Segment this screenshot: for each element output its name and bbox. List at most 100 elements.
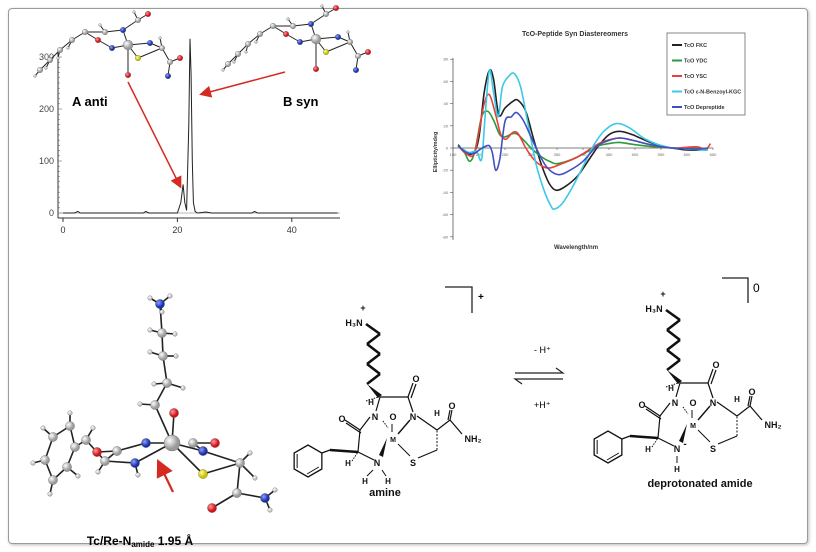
atom-label: N [372,412,379,422]
carbon-atom [245,41,251,47]
hplc-x-tick-label: 20 [172,225,182,235]
hplc-x-tick-label: 0 [60,225,65,235]
bond-line [665,382,679,388]
atom-label: H [734,395,740,404]
hplc-y-tick-label: 200 [39,104,54,114]
atom-label: O [748,387,755,397]
ammonium-label: H₃N [645,304,662,314]
nitrogen-atom [353,67,359,73]
cd-x-tick-label: 550 [658,152,665,157]
bond-line [666,348,681,362]
cd-y-tick-label: -60 [442,212,449,217]
bond-line [651,437,659,448]
label-b-syn: B syn [283,94,318,109]
atom-label: N [410,412,417,422]
nitrogen-atom [120,27,126,33]
carbon-atom [102,29,108,35]
atom-label: H [345,459,351,468]
hydrogen-atom [47,491,53,497]
carbon-atom [100,456,110,466]
bond-line [345,422,362,434]
atom-label: S [710,444,716,454]
cd-legend-label: TcO FKC [684,43,707,49]
bond-line [344,419,361,431]
bond-line [629,434,659,440]
bond [122,19,139,31]
anti-isomer-3d-model [33,10,183,79]
bond-line [436,419,451,431]
hydrogen-atom [40,425,46,431]
bond-line [644,405,661,417]
bond-line [407,382,414,398]
nitrogen-atom [155,299,165,309]
cd-y-tick-label: 20 [444,123,449,128]
hplc-x-tick-label: 40 [287,225,297,235]
carbon-atom [65,421,75,431]
bond-line [366,332,381,346]
hplc-y-minor-ticks [58,51,62,214]
hplc-y-tick-label: 300 [39,52,54,62]
oxygen-atom [169,408,179,418]
bond-line [416,415,438,431]
bond-line [397,443,411,457]
bond-line [382,420,389,429]
bond-line [645,408,662,420]
hydrogen-atom [147,327,153,333]
arrow-anti-to-peak [127,81,182,189]
carbon-atom [48,432,58,442]
bond-line [666,358,681,372]
ammonium-charge: + [660,289,665,299]
carbon-atom [323,11,329,17]
bond-length-label: Tc/Re-Namide 1.95 Å [87,533,194,549]
cd-series-line [457,69,708,210]
bond-line [716,401,738,417]
bond-line [749,395,753,407]
cd-y-tick-label: 40 [444,101,449,106]
atom-label: O [338,414,345,424]
bond-line [366,352,381,366]
nitrogen-atom [260,493,270,503]
hydrogen-atom [132,10,136,14]
bond [104,460,136,464]
nitrogen-atom [165,73,171,79]
bond [116,442,147,452]
carbon-atom [167,59,173,65]
bond-line [366,372,381,386]
atom-label: N [674,444,681,454]
bond-line [329,448,359,454]
nitrogen-atom [147,40,153,46]
metal-atom [310,33,322,45]
carbon-atom [57,47,63,53]
bond [104,29,124,33]
atom-label: O [712,360,719,370]
figure-frame [8,8,808,544]
bond-line [666,328,681,342]
cd-legend-label: TcO YDC [684,59,707,65]
oxygen-atom [177,55,183,61]
hydrogen-atom [247,450,253,456]
bond-line [682,406,689,415]
protonation-label: +H⁺ [534,400,551,410]
hydrogen-atom [244,50,248,54]
hydrogen-atom [254,40,258,44]
hydrogen-atom [232,60,236,64]
hydrogen-atom [320,4,324,8]
carbon-atom [158,351,168,361]
bond-line [357,429,361,453]
cd-x-tick-label: 200 [476,152,483,157]
bond-line [351,451,359,462]
atom-label: H [674,465,680,474]
sulfur-atom [135,55,141,61]
bond-line [665,308,681,322]
cd-y-tick-label: -20 [442,168,449,173]
oxygen-atom [365,49,371,55]
nitrogen-atom [198,446,208,456]
atom-label: H [385,477,391,486]
hydrogen-atom [173,353,179,359]
carbon-atom [47,57,53,63]
carbon-atom [112,446,122,456]
hydrogen-atom [286,17,290,21]
cd-x-tick-label: 300 [528,152,535,157]
atom-label: H [362,477,368,486]
